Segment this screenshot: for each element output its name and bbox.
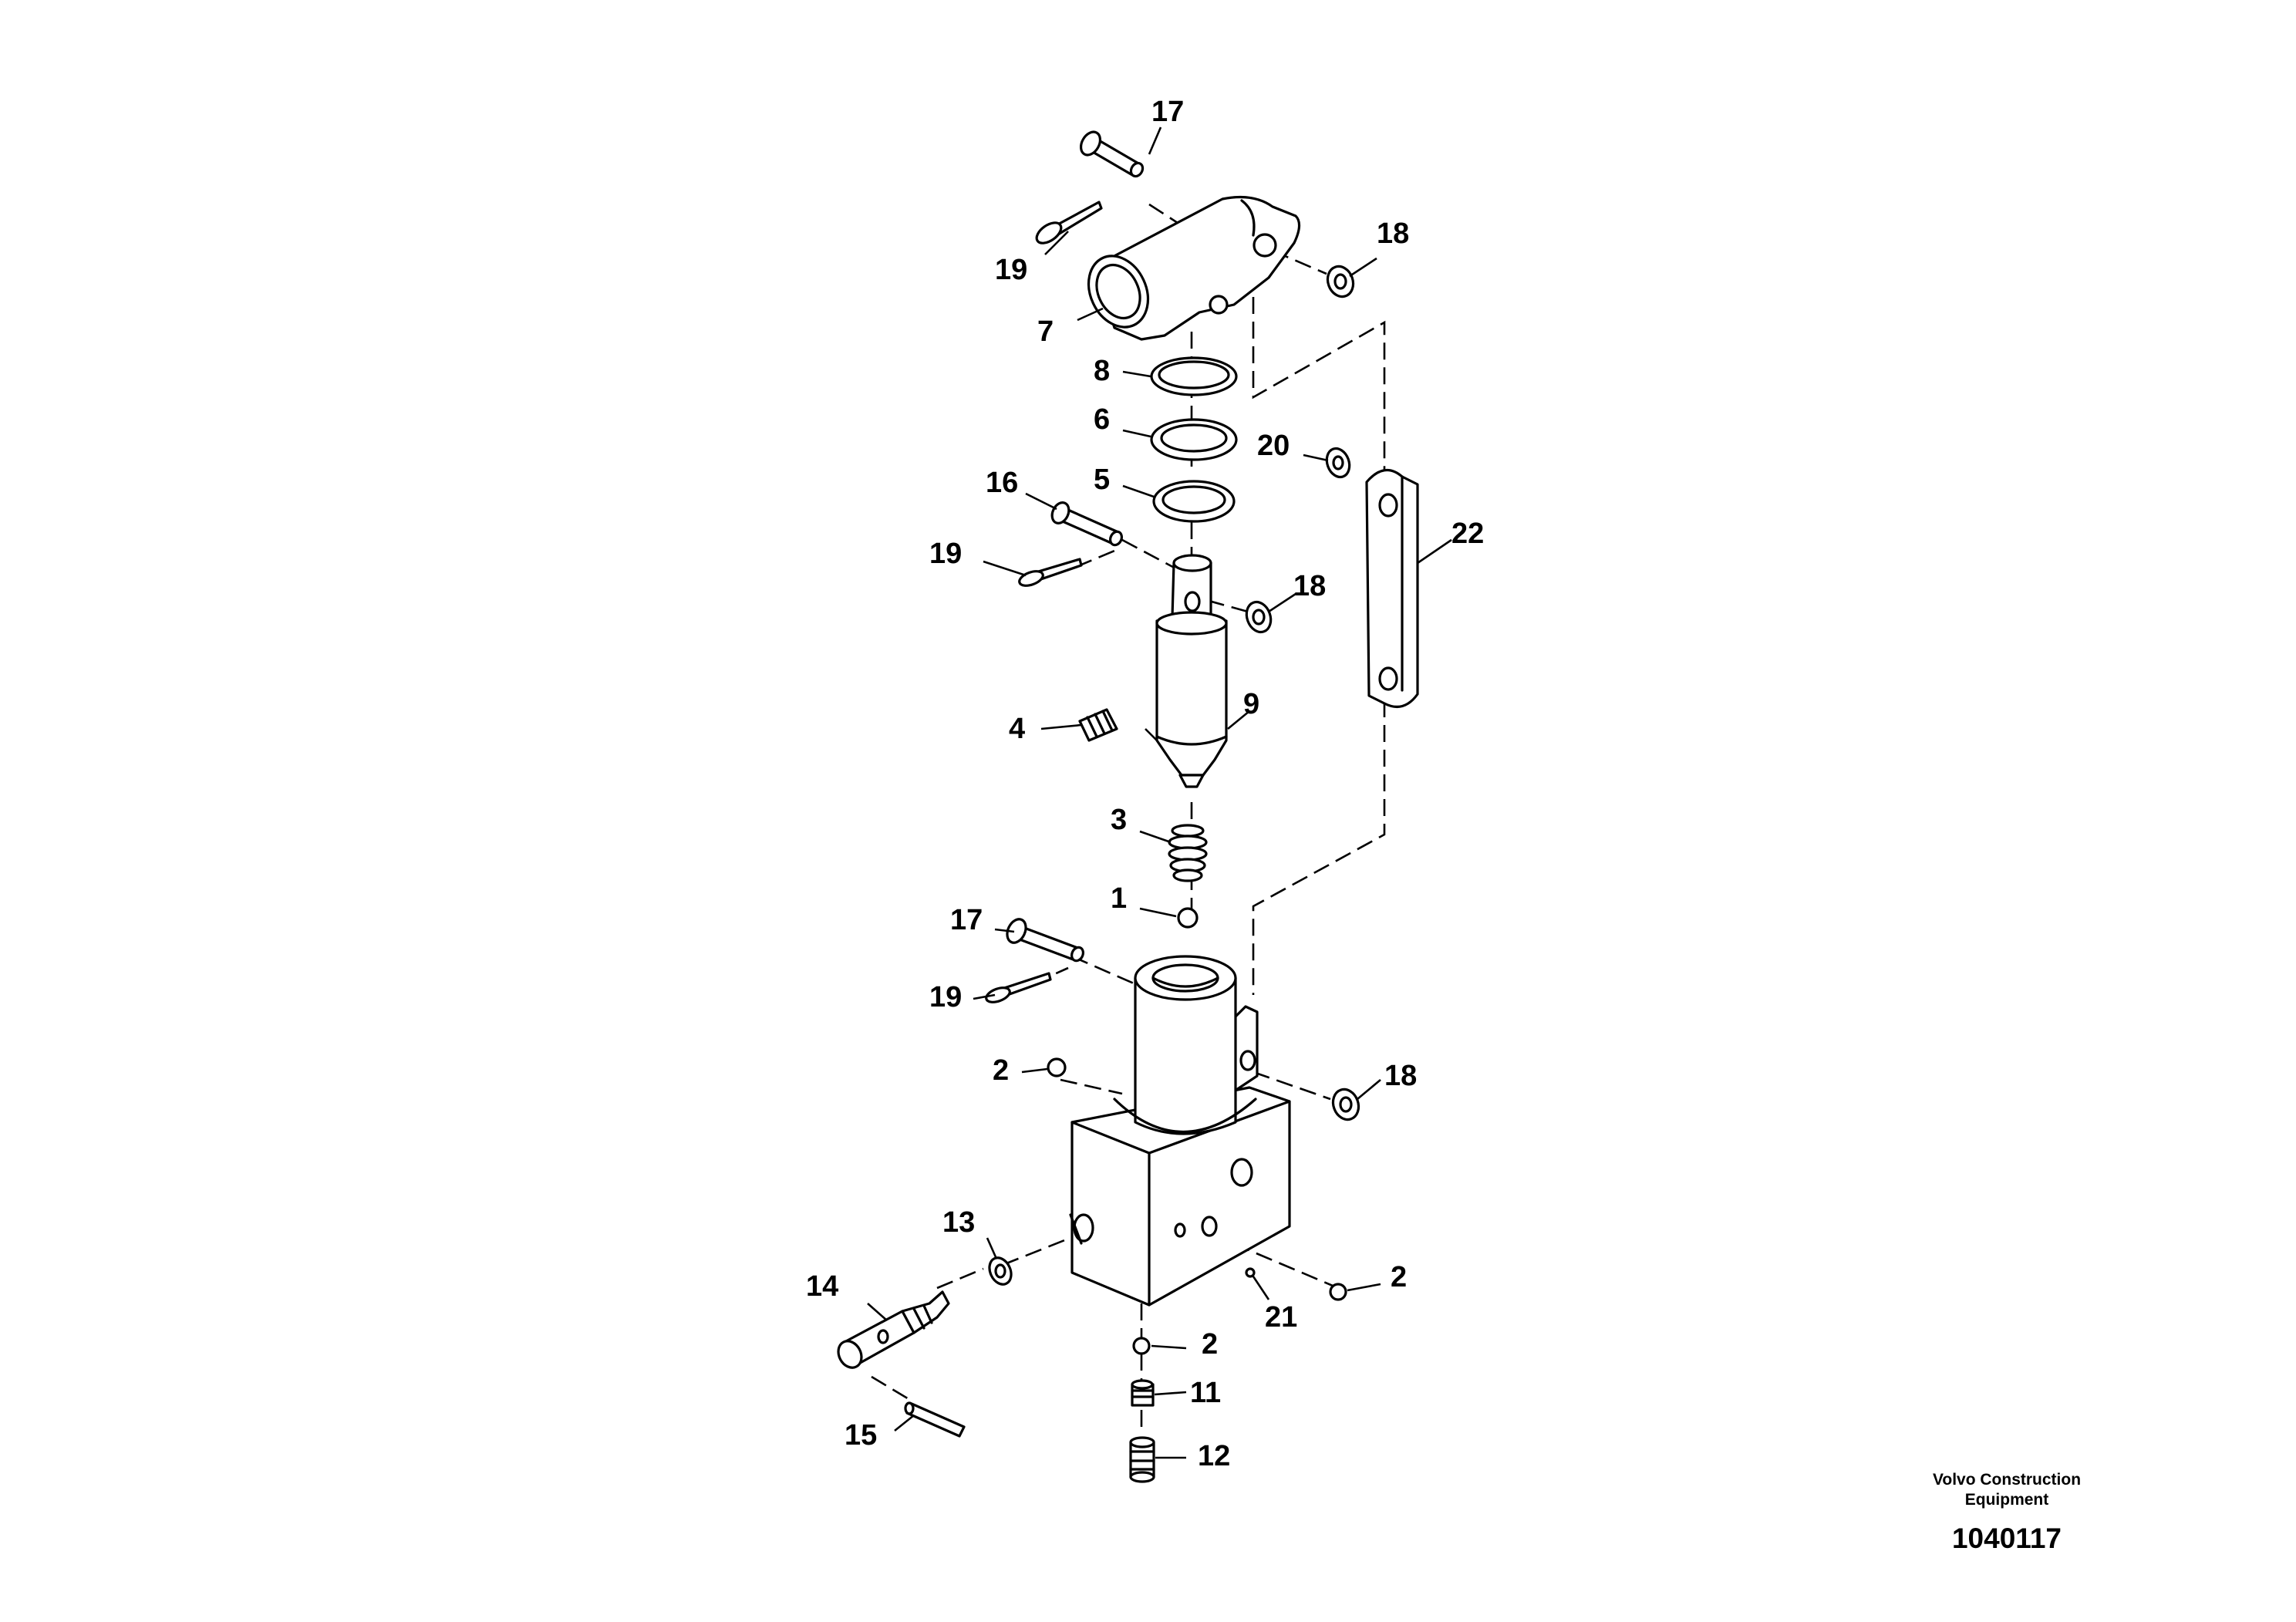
assembly-lines	[871, 203, 1386, 1431]
callout-5: 5	[1094, 464, 1110, 496]
part-8-snap-ring	[1150, 356, 1238, 396]
part-20-washer	[1325, 447, 1351, 479]
part-2-plug-bottom	[1132, 1337, 1151, 1355]
callout-2-upper: 2	[993, 1054, 1009, 1087]
callout-18-top: 18	[1377, 218, 1409, 250]
part-7-upper-housing	[1087, 195, 1301, 341]
part-17-pin-top	[1079, 130, 1145, 178]
callout-9: 9	[1243, 688, 1259, 720]
callout-2-bottom: 2	[1202, 1328, 1218, 1361]
part-18-washer-mid	[1245, 600, 1273, 634]
part-18-washer-top	[1326, 265, 1355, 298]
part-2-plug-upper	[1047, 1057, 1067, 1077]
brand-line-2: Equipment	[1964, 1491, 2049, 1509]
part-1-ball	[1177, 907, 1199, 929]
part-12-plug-screw	[1129, 1436, 1155, 1483]
callout-19-lower: 19	[929, 981, 962, 1013]
part-22-link-plate	[1365, 469, 1419, 709]
part-5-o-ring	[1152, 480, 1236, 523]
brand-line-1: Volvo Construction	[1932, 1471, 2082, 1489]
callout-2-right: 2	[1391, 1261, 1407, 1293]
callout-3: 3	[1111, 804, 1127, 836]
callout-1: 1	[1111, 882, 1127, 915]
callout-14: 14	[806, 1270, 838, 1303]
callout-18-mid: 18	[1293, 570, 1326, 602]
valve-body	[1069, 955, 1291, 1307]
callout-11: 11	[1190, 1377, 1221, 1409]
drawing-number: 1040117	[1951, 1523, 2062, 1554]
part-15-roll-pin	[904, 1401, 966, 1438]
callout-20: 20	[1257, 430, 1290, 462]
callout-21: 21	[1265, 1301, 1297, 1334]
callout-17-top: 17	[1151, 96, 1184, 128]
callout-19-mid: 19	[929, 538, 962, 570]
part-13-washer	[988, 1256, 1013, 1286]
callout-13: 13	[942, 1206, 975, 1239]
part-9-plunger	[1155, 554, 1228, 788]
part-19-cotter-pin-top	[1035, 201, 1103, 244]
part-11-screw	[1131, 1379, 1155, 1407]
publisher-credit: Volvo Construction Equipment 1040117	[1891, 1470, 2122, 1555]
callout-8: 8	[1094, 355, 1110, 387]
part-3-spring	[1168, 824, 1208, 882]
part-2-plug-right	[1329, 1283, 1347, 1301]
part-21-small-plug	[1245, 1267, 1256, 1278]
part-16-clevis-pin	[1050, 501, 1123, 547]
callout-16: 16	[986, 467, 1018, 499]
callout-7: 7	[1037, 315, 1054, 348]
callout-6: 6	[1094, 403, 1110, 436]
leader-lines	[867, 126, 1452, 1459]
part-19-cotter-pin-lower	[985, 972, 1052, 1003]
part-14-cartridge	[837, 1290, 950, 1369]
callout-15: 15	[845, 1419, 877, 1452]
callout-17-lower: 17	[950, 904, 983, 936]
part-4-set-screw	[1078, 708, 1118, 742]
callout-18-lower: 18	[1384, 1060, 1417, 1092]
part-17-pin-lower	[1006, 918, 1084, 963]
callout-22: 22	[1451, 518, 1484, 550]
callout-12: 12	[1198, 1440, 1230, 1472]
callout-labels: 17 19 18 7 8 6 20 5 16 22 19 18 9 4 3 1 …	[806, 96, 1484, 1472]
callout-4: 4	[1009, 713, 1025, 745]
part-18-washer-lower	[1331, 1088, 1360, 1121]
part-6-seal-ring	[1150, 418, 1238, 461]
callout-19-top: 19	[995, 254, 1027, 286]
part-19-cotter-pin-mid	[1018, 558, 1083, 587]
